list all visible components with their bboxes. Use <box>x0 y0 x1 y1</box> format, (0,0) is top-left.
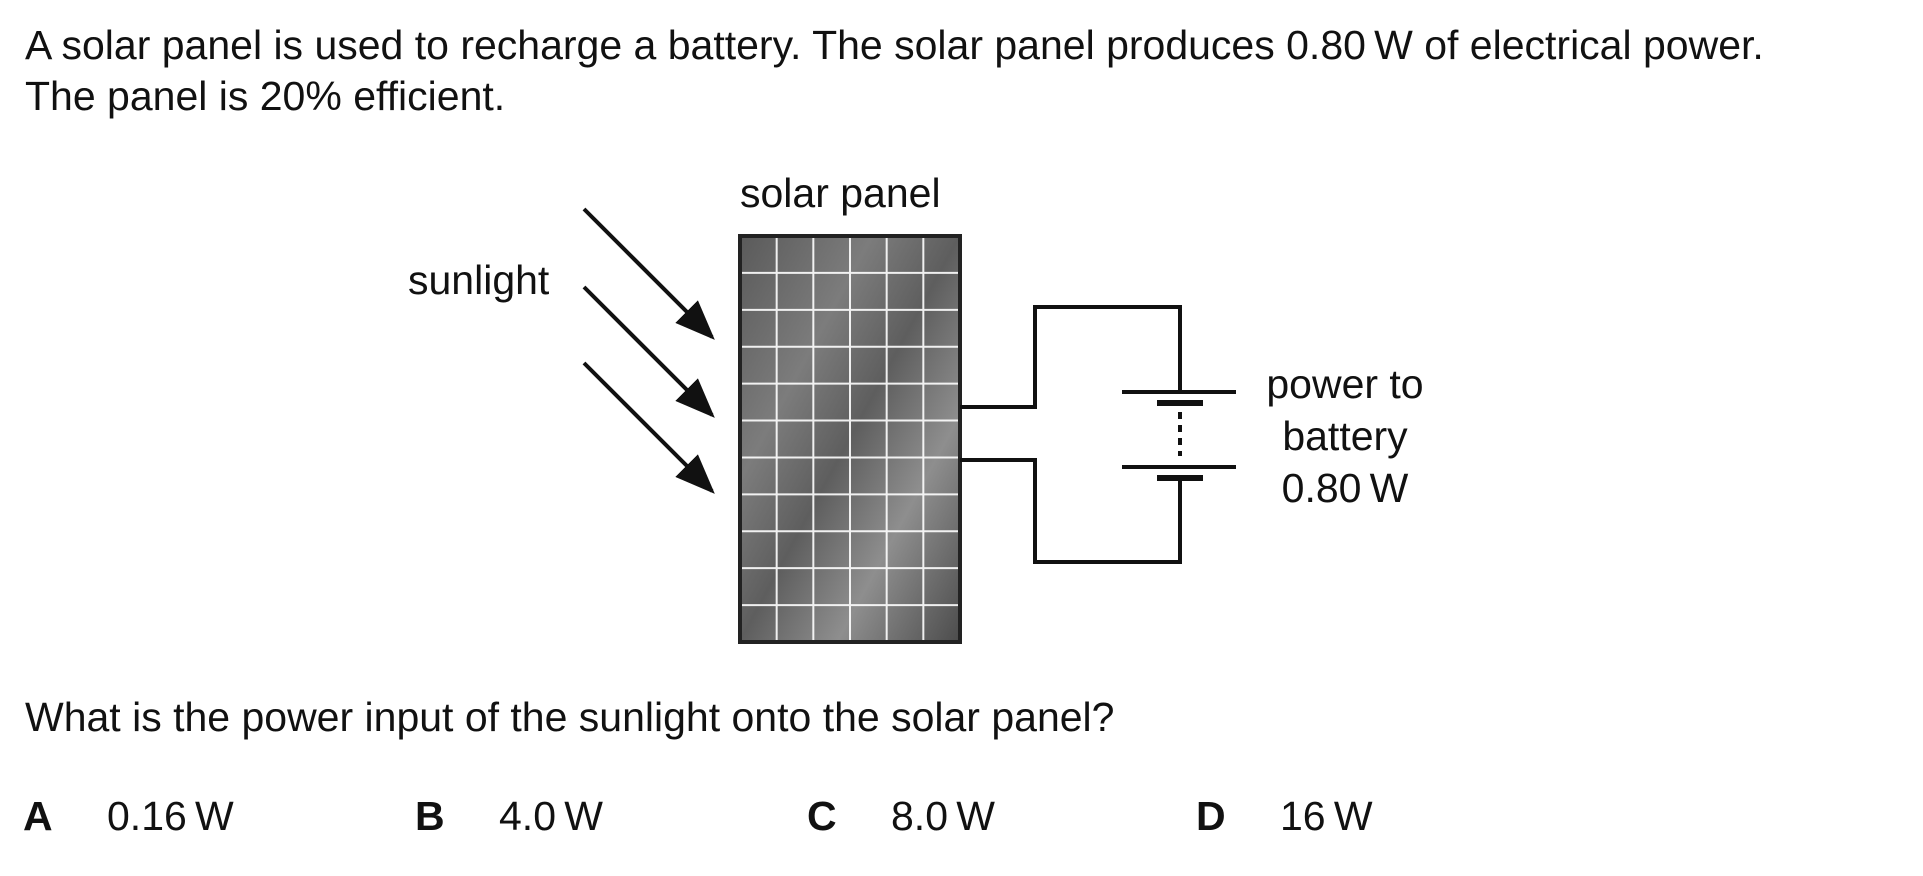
solar-panel <box>738 234 962 644</box>
sunlight-arrow <box>582 207 715 340</box>
battery-symbol <box>1122 390 1236 481</box>
option-letter: D <box>1196 792 1226 839</box>
circuit-wires <box>960 305 1182 564</box>
option-c[interactable]: C 8.0 W <box>807 786 995 846</box>
power-to-battery-label: power to battery 0.80 W <box>1250 358 1440 514</box>
question-stem: A solar panel is used to recharge a batt… <box>25 20 1905 122</box>
power-label-line: power to <box>1266 361 1424 407</box>
option-letter: B <box>415 792 445 839</box>
sunlight-arrows <box>582 207 715 494</box>
option-letter: C <box>807 792 837 839</box>
sunlight-label: sunlight <box>408 257 550 303</box>
answer-options: A 0.16 W B 4.0 W C 8.0 W D 16 W <box>0 786 1923 846</box>
option-value: 0.16 W <box>107 792 234 839</box>
stem-line: A solar panel is used to recharge a batt… <box>25 22 1764 68</box>
option-value: 8.0 W <box>891 792 995 839</box>
option-d[interactable]: D 16 W <box>1196 786 1373 846</box>
power-label-line: battery <box>1282 413 1408 459</box>
question-prompt: What is the power input of the sunlight … <box>25 694 1115 740</box>
option-value: 16 W <box>1280 792 1373 839</box>
option-a[interactable]: A 0.16 W <box>23 786 234 846</box>
solar-panel-label: solar panel <box>740 170 941 216</box>
option-b[interactable]: B 4.0 W <box>415 786 603 846</box>
power-value: 0.80 W <box>1281 465 1409 511</box>
sunlight-arrow <box>582 361 715 494</box>
option-value: 4.0 W <box>499 792 603 839</box>
stem-line: The panel is 20% efficient. <box>25 73 506 119</box>
option-letter: A <box>23 792 53 839</box>
panel-grid <box>740 236 960 642</box>
sunlight-arrow <box>582 285 715 418</box>
